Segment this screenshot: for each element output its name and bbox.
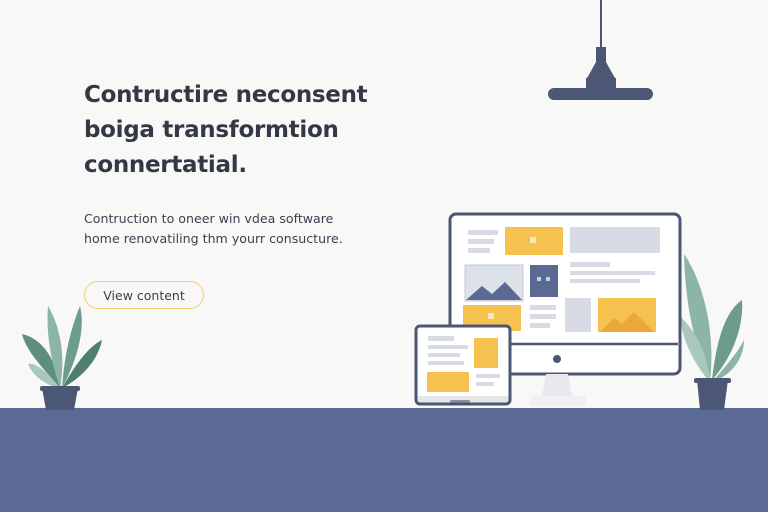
subtext-line-2: home renovatiling thm yourr consucture. <box>84 231 343 246</box>
headline-line-3: connertatial. <box>84 152 247 178</box>
subtext-line-1: Contruction to oneer win vdea software <box>84 211 334 226</box>
hanging-lamp-icon <box>548 0 653 100</box>
potted-plant-icon <box>22 306 102 410</box>
landscape-image-icon <box>464 264 524 302</box>
tablet-icon <box>414 324 512 406</box>
landscape-image-icon <box>598 298 656 332</box>
hero-subtext: Contruction to oneer win vdea software h… <box>84 209 384 249</box>
headline-line-2: boiga transformtion <box>84 117 339 143</box>
monitor-icon <box>448 212 682 406</box>
view-content-button[interactable]: View content <box>84 281 204 309</box>
headline-line-1: Contructire neconsent <box>84 82 368 108</box>
hero-headline: Contructire neconsent boiga transformtio… <box>84 78 404 183</box>
potted-plant-icon <box>680 254 744 410</box>
floor <box>0 408 768 512</box>
